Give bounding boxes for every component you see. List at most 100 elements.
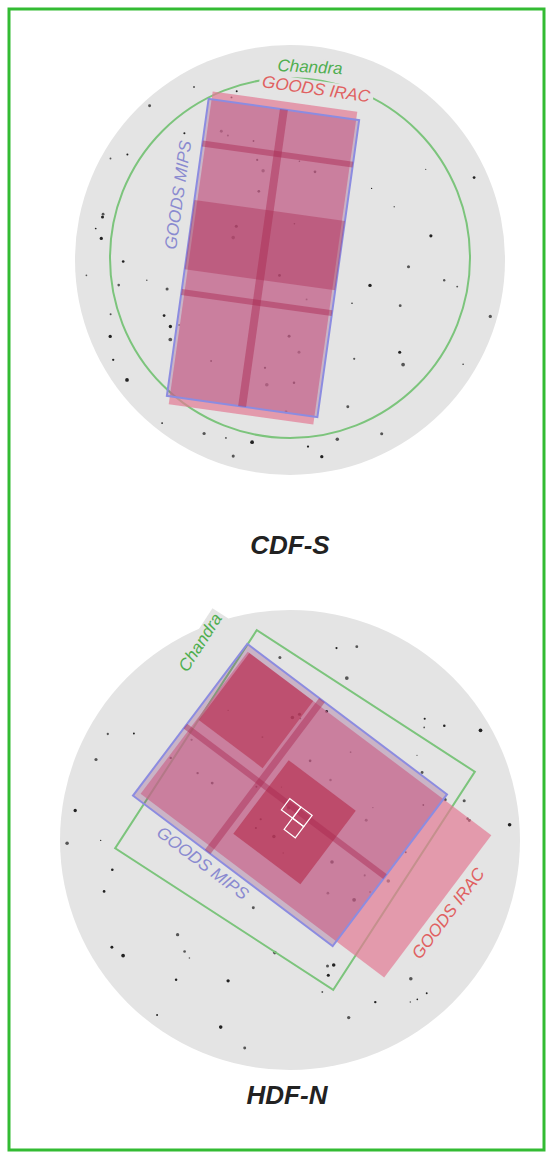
star-dot (193, 86, 195, 88)
overlap-strip (184, 724, 387, 879)
star-dot (409, 977, 413, 981)
star-dot (226, 979, 229, 982)
star-dot (121, 954, 125, 958)
star-dot (100, 237, 103, 240)
star-dot (232, 455, 235, 458)
star-dot (424, 718, 426, 720)
star-dot (355, 645, 358, 648)
star-dot (371, 188, 372, 189)
sky-circle (75, 45, 505, 475)
star-field (86, 86, 492, 458)
star-dot (202, 432, 205, 435)
star-dot (347, 1016, 350, 1019)
star-dot (95, 228, 97, 230)
star-dot (401, 363, 405, 367)
star-dot (74, 809, 77, 812)
star-dot (183, 950, 186, 953)
star-dot (332, 963, 336, 967)
mips-area (133, 644, 447, 946)
star-dot (508, 823, 512, 827)
star-dot (327, 974, 330, 977)
star-dot (109, 335, 112, 338)
overlap-band (185, 200, 345, 290)
star-dot (278, 656, 281, 659)
star-dot (166, 288, 169, 291)
star-dot (443, 724, 446, 727)
star-dot (189, 957, 191, 959)
hdf-tile (281, 799, 301, 819)
star-dot (380, 432, 383, 435)
star-dot (426, 992, 428, 994)
goods-coverage (133, 644, 495, 982)
star-dot (307, 445, 309, 447)
star-dot (102, 213, 105, 216)
star-dot (456, 286, 458, 288)
star-dot (425, 169, 426, 170)
star-dot (374, 1001, 376, 1003)
overlap-strip (181, 289, 332, 316)
star-dot (335, 647, 337, 649)
star-dot (110, 313, 112, 315)
star-dot (423, 727, 425, 729)
star-dot (416, 999, 418, 1001)
frame-border (9, 9, 544, 1150)
star-dot (443, 279, 445, 281)
star-dot (252, 906, 255, 909)
star-dot (463, 799, 466, 802)
star-dot (225, 437, 227, 439)
star-dot (326, 965, 329, 968)
star-dot (473, 176, 476, 179)
star-dot (122, 260, 125, 263)
star-dot (146, 279, 148, 281)
star-dot (126, 154, 128, 156)
star-dot (117, 284, 120, 287)
star-dot (351, 302, 353, 304)
chandra-outline (110, 78, 470, 438)
star-dot (429, 234, 432, 237)
star-dot (107, 733, 109, 735)
mips-area (167, 99, 359, 417)
field-caption: CDF-S (247, 531, 332, 560)
star-dot (169, 325, 172, 328)
star-dot (346, 405, 349, 408)
star-dot (250, 440, 254, 444)
star-dot (393, 206, 394, 207)
star-dot (336, 438, 339, 441)
star-dot (168, 338, 172, 342)
star-dot (462, 363, 463, 364)
star-dot (243, 1047, 246, 1050)
star-dot (110, 946, 113, 949)
star-dot (101, 216, 104, 219)
star-dot (110, 158, 112, 160)
star-dot (163, 314, 166, 317)
star-dot (183, 132, 185, 134)
star-dot (176, 933, 179, 936)
hdf-tile (284, 818, 304, 838)
star-field (65, 645, 511, 1049)
star-dot (345, 676, 349, 680)
sky-circle (60, 610, 520, 1070)
star-dot (111, 869, 114, 872)
field-caption: HDF-N (244, 1081, 331, 1110)
star-dot (368, 284, 371, 287)
star-dot (112, 359, 114, 361)
star-dot (236, 90, 238, 92)
star-dot (100, 840, 101, 841)
overlap-strip (202, 140, 353, 167)
star-dot (320, 455, 323, 458)
overlap-strip (205, 698, 325, 854)
star-dot (421, 771, 424, 774)
star-dot (399, 304, 402, 307)
star-dot (65, 841, 69, 845)
star-dot (156, 1014, 158, 1016)
star-dot (103, 890, 106, 893)
star-dot (175, 979, 177, 981)
hdf-tile (293, 807, 313, 827)
star-dot (353, 358, 355, 360)
star-dot (416, 755, 417, 756)
star-dot (398, 351, 401, 354)
star-dot (133, 732, 135, 734)
star-dot (219, 1025, 223, 1029)
